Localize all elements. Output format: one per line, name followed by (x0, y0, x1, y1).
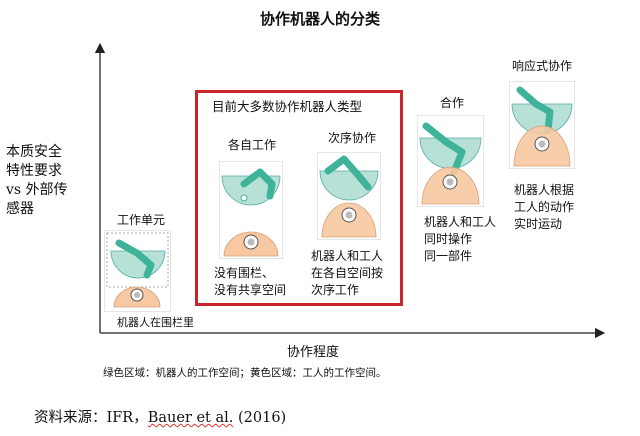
source-author: Bauer et al. (147, 410, 234, 426)
category-description: 实时运动 (514, 217, 563, 231)
category-description: 机器人在围栏里 (117, 316, 194, 329)
category-description: 次序工作 (311, 283, 360, 297)
category-description: 机器人和工人 (424, 215, 497, 229)
category-description: 没有共享空间 (214, 283, 287, 297)
majority-types-frame (195, 90, 403, 306)
y-axis-label-line: 本质安全 (6, 144, 62, 160)
category-description: 没有围栏、 (214, 266, 275, 280)
category-title: 次序协作 (328, 131, 377, 145)
category-title: 工作单元 (117, 213, 166, 227)
category-description: 同时操作 (424, 232, 473, 246)
responsive-collab-illustration (510, 82, 574, 168)
diagram-title: 协作机器人的分类 (259, 10, 380, 28)
legend-note: 绿色区域：机器人的工作空间；黄色区域：工人的工作空间。 (103, 367, 387, 379)
majority-types-title: 目前大多数协作机器人类型 (212, 99, 363, 114)
category-description: 机器人和工人 (311, 249, 384, 263)
category-description: 在各自空间按 (311, 266, 384, 280)
x-axis-label: 协作程度 (287, 345, 340, 360)
workcell-illustration (105, 231, 170, 311)
category-description: 机器人根据 (514, 183, 575, 197)
separate-work-illustration (220, 162, 282, 258)
y-axis-label-line: 特性要求 (6, 163, 62, 179)
category-description: 同一部件 (424, 249, 473, 263)
category-description: 工人的动作 (514, 200, 575, 214)
category-title: 合作 (440, 96, 465, 110)
category-title: 各自工作 (228, 138, 277, 152)
y-axis-label-line: vs 外部传 (6, 182, 68, 198)
y-axis-label-line: 感器 (6, 201, 34, 217)
source-citation: 资料来源：IFR，Bauer et al. (2016) (34, 406, 286, 427)
cooperation-illustration (418, 116, 483, 206)
source-prefix: 资料来源：IFR， (34, 410, 148, 426)
source-year: (2016) (233, 410, 287, 426)
sequential-collab-illustration (318, 153, 380, 239)
category-title: 响应式协作 (512, 59, 573, 73)
y-axis-label: 本质安全 特性要求 vs 外部传 感器 (6, 143, 96, 219)
